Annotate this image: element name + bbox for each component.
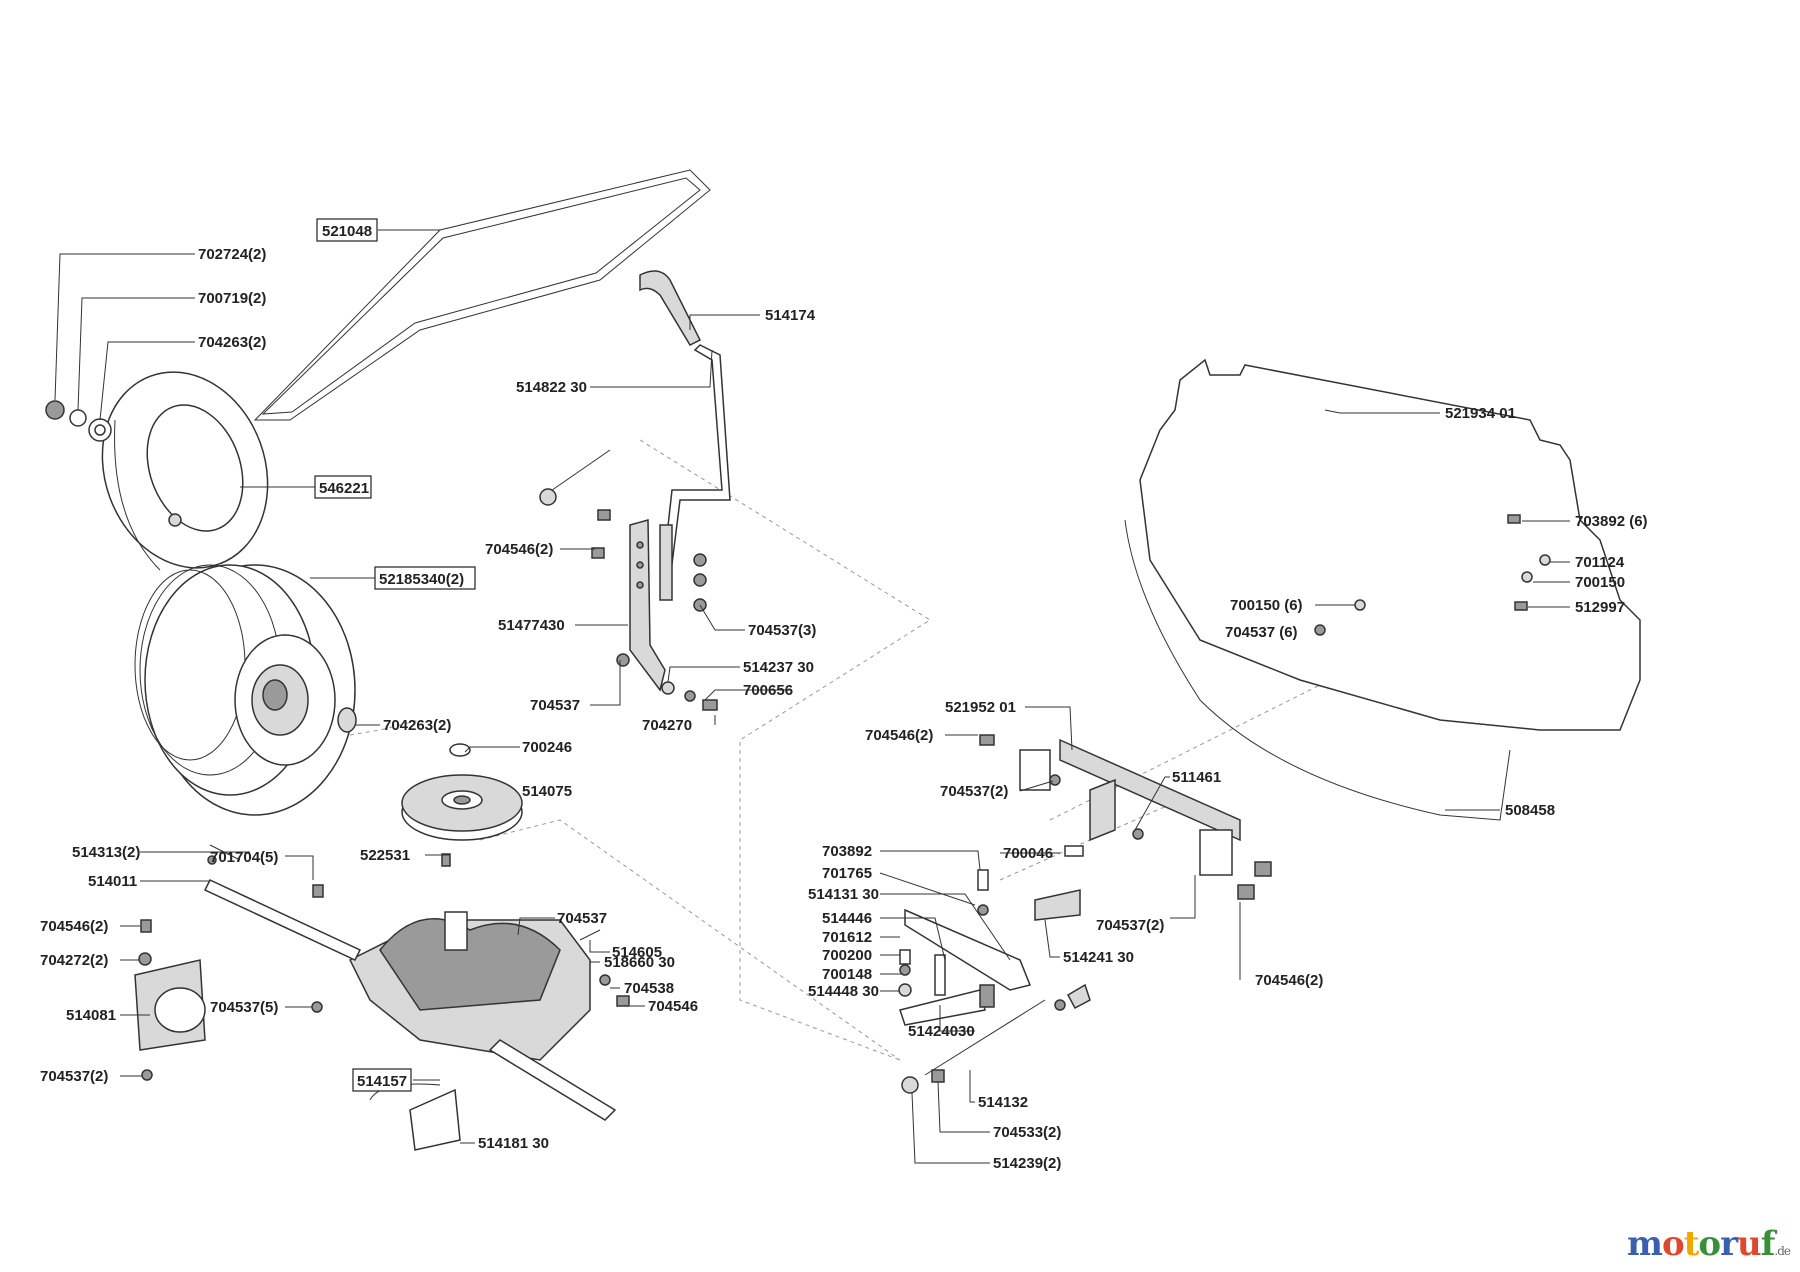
label-514448: 514448 30 [808, 983, 879, 1000]
label-700046: 700046 [1003, 845, 1053, 862]
label-700148: 700148 [822, 966, 872, 983]
brand-suffix: .de [1774, 1244, 1791, 1258]
control-lever [639, 270, 731, 581]
front-axle [979, 734, 1272, 900]
label-704270: 704270 [642, 717, 692, 734]
label-704537c: 704537(3) [748, 622, 816, 639]
label-522531: 522531 [360, 847, 410, 864]
label-512997: 512997 [1575, 599, 1625, 616]
label-704263b: 704263(2) [383, 717, 451, 734]
label-700656: 700656 [743, 682, 793, 699]
label-704537i: 704537(2) [940, 783, 1008, 800]
label-701765: 701765 [822, 865, 872, 882]
label-704537d: 704537 [530, 697, 580, 714]
wheel-retaining-parts [45, 400, 112, 442]
label-514174: 514174 [765, 307, 816, 324]
label-521952: 521952 01 [945, 699, 1016, 716]
label-box-521048 [316, 218, 378, 242]
brand-letter: o [1662, 1224, 1685, 1264]
label-700719: 700719(2) [198, 290, 266, 307]
label-703892a: 703892 (6) [1575, 513, 1648, 530]
label-518660: 518660 30 [604, 954, 675, 971]
label-521048: 521048 [322, 223, 372, 240]
rear-wheel [134, 564, 357, 816]
label-704546a: 704546(2) [485, 541, 553, 558]
label-514605: 514605 [612, 944, 662, 961]
leader-lines [54, 229, 1570, 1164]
part-labels: 521048 702724(2) 700719(2) 704263(2) 546… [40, 218, 1648, 1172]
label-704537j: 704537(2) [1096, 917, 1164, 934]
label-514181: 514181 30 [478, 1135, 549, 1152]
label-514081: 514081 [66, 1007, 116, 1024]
label-704537h: 704537 (6) [1225, 624, 1298, 641]
label-508458: 508458 [1505, 802, 1555, 819]
label-704538: 704538 [624, 980, 674, 997]
transaxle-fasteners [134, 884, 630, 1081]
brand-letter: f [1760, 1224, 1776, 1264]
label-box-546221 [314, 475, 372, 499]
label-514313: 514313(2) [72, 844, 140, 861]
label-514132: 514132 [978, 1094, 1028, 1111]
bracket-514181 [369, 1083, 461, 1151]
brand-name: motoruf [1627, 1224, 1776, 1264]
bolts-and-nuts-left [591, 509, 718, 711]
label-704263a: 704263(2) [198, 334, 266, 351]
label-704546d: 704546(2) [865, 727, 933, 744]
label-514237: 514237 30 [743, 659, 814, 676]
label-514011: 514011 [88, 873, 137, 890]
label-704546b: 704546(2) [40, 918, 108, 935]
label-703892b: 703892 [822, 843, 872, 860]
front-wheel [101, 371, 269, 571]
drive-belt [253, 169, 711, 421]
label-514446: 514446 [822, 910, 872, 927]
label-51424030: 51424030 [908, 1023, 975, 1040]
linkage-plate [629, 519, 673, 692]
label-51477430: 51477430 [498, 617, 565, 634]
brand-logo: motoruf.de [1627, 1224, 1791, 1264]
label-514075: 514075 [522, 783, 572, 800]
label-701612: 701612 [822, 929, 872, 946]
label-704537e: 704537(5) [210, 999, 278, 1016]
label-704546c: 704546 [648, 998, 698, 1015]
label-702724: 702724(2) [198, 246, 266, 263]
label-700150b: 700150 (6) [1230, 597, 1303, 614]
brand-letter: t [1683, 1224, 1700, 1264]
label-701704: 701704(5) [210, 849, 278, 866]
drive-pulley [401, 743, 523, 867]
brand-letter: o [1698, 1224, 1721, 1264]
label-700150a: 700150 [1575, 574, 1625, 591]
label-704537f: 704537(2) [40, 1068, 108, 1085]
label-704546e: 704546(2) [1255, 972, 1323, 989]
label-704537g: 704537 [557, 910, 607, 927]
label-box-52185340 [374, 566, 476, 590]
label-701124: 701124 [1575, 554, 1625, 571]
label-514822: 514822 30 [516, 379, 587, 396]
label-546221: 546221 [319, 480, 369, 497]
label-700200: 700200 [822, 947, 872, 964]
label-514131: 514131 30 [808, 886, 879, 903]
mower-deck [1124, 358, 1641, 821]
brand-letter: m [1627, 1224, 1663, 1264]
cable-end [539, 449, 611, 506]
label-700246: 700246 [522, 739, 572, 756]
label-511461: 511461 [1172, 769, 1221, 786]
transaxle [203, 844, 617, 1121]
label-52185340: 52185340(2) [379, 571, 464, 588]
brand-letter: r [1720, 1224, 1738, 1264]
label-521934: 521934 01 [1445, 405, 1516, 422]
label-514239: 514239(2) [993, 1155, 1061, 1172]
brand-letter: u [1737, 1224, 1762, 1264]
label-704272: 704272(2) [40, 952, 108, 969]
label-box-514157 [352, 1068, 412, 1092]
label-704533: 704533(2) [993, 1124, 1061, 1141]
label-514157: 514157 [357, 1073, 407, 1090]
label-514241: 514241 30 [1063, 949, 1134, 966]
steering-linkage [898, 869, 1091, 1094]
